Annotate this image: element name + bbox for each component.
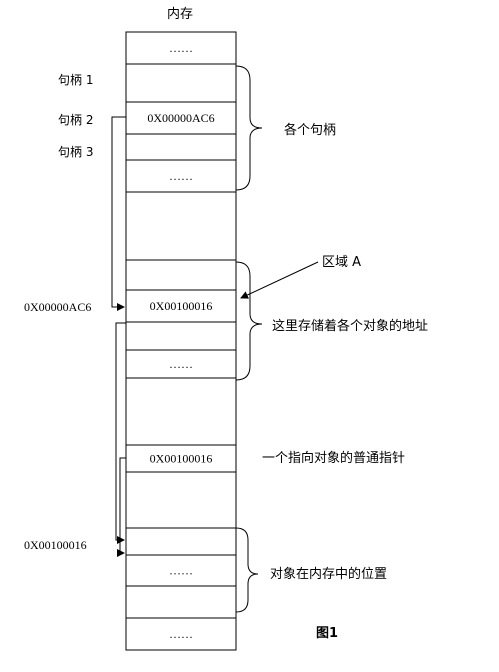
memory-cell	[125, 289, 237, 323]
memory-cell-text: ……	[169, 41, 193, 55]
memory-cell	[125, 471, 237, 529]
memory-cell-text: 0X00100016	[150, 299, 213, 313]
memory-cell	[125, 63, 237, 103]
memory-cell-text: ……	[169, 627, 193, 641]
memory-cell	[125, 133, 237, 161]
memory-cells: …… 0X00000AC6 …… 0X00100016 …… 0X00100016 …… ……	[125, 31, 237, 651]
memory-cell-text: 0X00000AC6	[147, 111, 214, 125]
memory-cell	[125, 259, 237, 291]
memory-cell	[125, 321, 237, 351]
address-connector-line	[115, 322, 126, 544]
memory-cell-text: 0X00100016	[150, 452, 213, 466]
memory-cell	[125, 159, 237, 193]
brace-label-addresses: 这里存储着各个对象的地址	[272, 318, 428, 334]
figure-label: 图1	[316, 626, 338, 641]
handle-label-2: 句柄 2	[58, 113, 93, 127]
brace-label-objects: 对象在内存中的位置	[270, 566, 387, 582]
memory-cell	[125, 31, 237, 65]
memory-cell	[125, 527, 237, 556]
pointer-label: 一个指向对象的普通指针	[262, 450, 405, 466]
memory-cell-text: ……	[169, 169, 193, 183]
brace-label-handles: 各个句柄	[284, 122, 336, 138]
brace-objects	[235, 527, 259, 613]
brace-addresses	[235, 261, 263, 381]
pointer-connector-line	[117, 457, 126, 557]
left-address-label-2: 0X00100016	[24, 538, 87, 552]
memory-cell	[125, 585, 237, 619]
memory-cell	[125, 101, 237, 135]
memory-cell-text: ……	[169, 564, 193, 578]
left-address-label-1: 0X00000AC6	[24, 300, 91, 314]
memory-cell-text: ……	[169, 357, 193, 371]
region-a-label: 区域 A	[322, 255, 361, 270]
memory-cell	[125, 377, 237, 446]
memory-cell	[125, 617, 237, 651]
handle-label-3: 句柄 3	[58, 145, 93, 159]
memory-cell	[125, 191, 237, 261]
handle-connector-line	[111, 116, 126, 311]
memory-title: 内存	[167, 6, 193, 22]
handle-label-1: 句柄 1	[58, 73, 93, 87]
brace-handles	[235, 65, 263, 191]
region-a-arrow	[240, 261, 319, 299]
